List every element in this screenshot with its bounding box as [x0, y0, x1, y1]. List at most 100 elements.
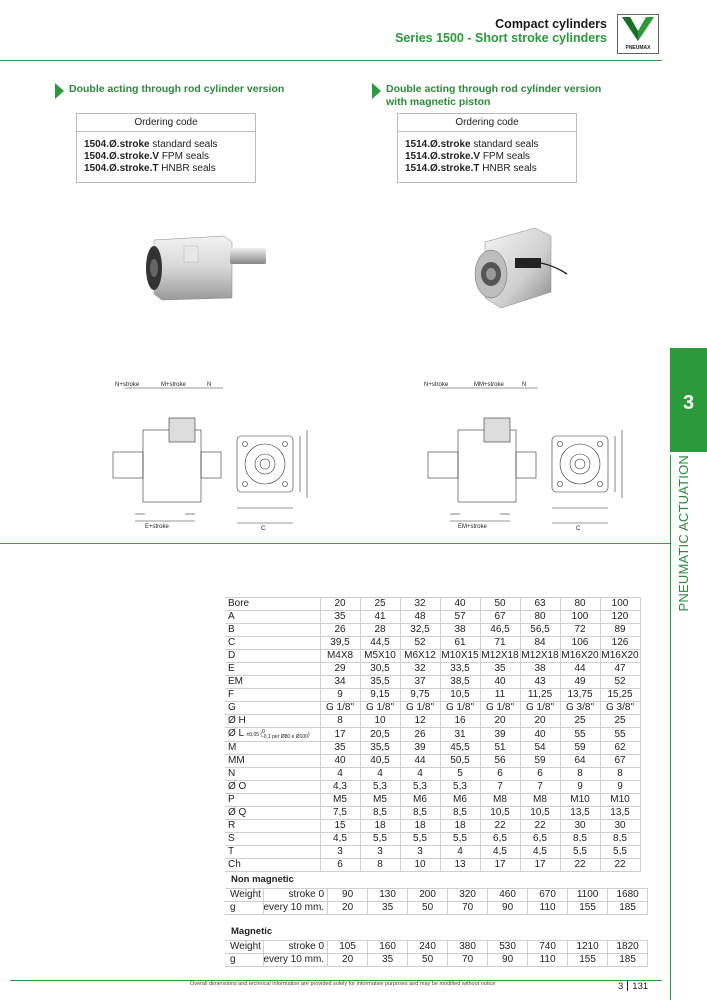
ordering-code-line: 1504.Ø.stroke.T HNBR seals — [84, 163, 216, 174]
table-cell: 13,75 — [560, 688, 601, 702]
table-cell: 8 — [560, 767, 601, 781]
table-cell: 70 — [447, 953, 489, 967]
dim-label: E+stroke — [145, 524, 170, 530]
table-cell: 40 — [480, 675, 521, 689]
row-label: EM — [225, 675, 321, 689]
table-cell: G 3/8" — [560, 701, 601, 715]
table-cell: 39,5 — [320, 636, 361, 650]
row-label: F — [225, 688, 321, 702]
table-cell: 7 — [520, 780, 561, 794]
table-cell: 22 — [520, 819, 561, 833]
table-cell: 49 — [560, 675, 601, 689]
table-cell: 1100 — [567, 888, 609, 902]
ordering-title: Ordering code — [77, 114, 255, 132]
chapter-tab: 3 — [670, 348, 707, 452]
dim-label: EM+stroke — [458, 524, 488, 530]
table-cell: 72 — [560, 623, 601, 637]
table-cell: 35 — [367, 953, 409, 967]
chapter-label-container: PNEUMATIC ACTUATION — [676, 455, 702, 615]
table-cell: 33,5 — [440, 662, 481, 676]
table-cell: G 1/8" — [400, 701, 441, 715]
page-title: Compact cylinders — [495, 17, 607, 31]
table-cell: 9,75 — [400, 688, 441, 702]
table-cell: 12 — [400, 714, 441, 728]
table-cell: 37 — [400, 675, 441, 689]
table-cell: 9 — [320, 688, 361, 702]
table-cell: 9 — [560, 780, 601, 794]
table-cell: 35 — [320, 741, 361, 755]
page-subtitle: Series 1500 - Short stroke cylinders — [395, 31, 607, 45]
table-cell: 32,5 — [400, 623, 441, 637]
table-cell: M8 — [520, 793, 561, 807]
column-header: 40 — [440, 597, 481, 611]
table-cell: M16X20 — [600, 649, 641, 663]
cylinder-photo-left — [146, 235, 266, 301]
table-cell: 44 — [560, 662, 601, 676]
ordering-code-line: 1514.Ø.stroke.T HNBR seals — [405, 163, 537, 174]
table-cell: M12X18 — [520, 649, 561, 663]
table-cell: 39 — [480, 727, 521, 742]
dim-label: N — [207, 382, 211, 388]
weight-label: Weight — [225, 888, 264, 902]
table-cell: 240 — [407, 940, 449, 954]
column-header: 63 — [520, 597, 561, 611]
row-label: C — [225, 636, 321, 650]
table-cell: 50,5 — [440, 754, 481, 768]
table-cell: 13 — [440, 858, 481, 872]
row-label: A — [225, 610, 321, 624]
table-cell: 56 — [480, 754, 521, 768]
table-cell: 17 — [320, 727, 361, 742]
table-cell: 105 — [327, 940, 369, 954]
table-cell: 8,5 — [440, 806, 481, 820]
table-cell: 30 — [560, 819, 601, 833]
table-cell: 8,5 — [360, 806, 401, 820]
table-cell: 31 — [440, 727, 481, 742]
table-cell: M5 — [320, 793, 361, 807]
row-label: N — [225, 767, 321, 781]
table-cell: 10,5 — [520, 806, 561, 820]
table-cell: 110 — [527, 901, 569, 915]
column-header: 50 — [480, 597, 521, 611]
table-cell: 26 — [400, 727, 441, 742]
table-cell: 70 — [447, 901, 489, 915]
logo-text: PNEUMAX — [625, 45, 651, 51]
table-cell: 40 — [520, 727, 561, 742]
table-cell: 13,5 — [600, 806, 641, 820]
magnetic-heading: Magnetic — [231, 926, 273, 937]
left-heading-line1: Double acting through rod cylinder versi… — [69, 83, 285, 95]
table-cell: 460 — [487, 888, 529, 902]
table-cell: M8 — [480, 793, 521, 807]
left-ordering-box: Ordering code 1504.Ø.stroke standard sea… — [76, 113, 256, 183]
table-cell: 44 — [400, 754, 441, 768]
table-cell: 56,5 — [520, 623, 561, 637]
row-label: T — [225, 845, 321, 859]
table-cell: 130 — [367, 888, 409, 902]
table-cell: 155 — [567, 901, 609, 915]
table-cell: 20,5 — [360, 727, 401, 742]
table-cell: 51 — [480, 741, 521, 755]
ordering-code-line: 1514.Ø.stroke standard seals — [405, 139, 539, 150]
table-cell: 50 — [407, 901, 449, 915]
table-cell: 8,5 — [560, 832, 601, 846]
table-cell: M10X15 — [440, 649, 481, 663]
table-cell: 20 — [520, 714, 561, 728]
pneumax-logo: PNEUMAX — [617, 14, 659, 54]
table-cell: 11 — [480, 688, 521, 702]
table-cell: 120 — [600, 610, 641, 624]
table-cell: G 3/8" — [600, 701, 641, 715]
table-cell: 15 — [320, 819, 361, 833]
table-cell: 89 — [600, 623, 641, 637]
table-cell: 6 — [480, 767, 521, 781]
table-cell: 48 — [400, 610, 441, 624]
table-cell: 90 — [487, 901, 529, 915]
table-cell: 67 — [480, 610, 521, 624]
